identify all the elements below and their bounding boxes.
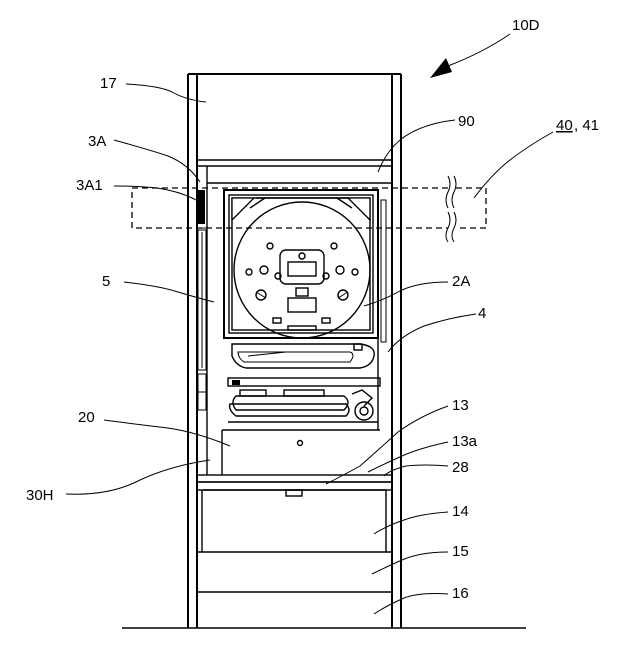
label-3A1: 3A1	[76, 177, 103, 194]
element-3A1	[198, 190, 205, 224]
label-40: 40	[556, 117, 573, 134]
middle-panel	[228, 378, 380, 386]
upper-tray	[232, 344, 374, 368]
reference-labels: 10D 17 90 3A 40 , 41 3A1 5 2A 4 13 20 13…	[26, 17, 599, 602]
leader-lines	[66, 84, 553, 614]
top-box-17	[197, 160, 392, 166]
label-40-41-suffix: , 41	[574, 117, 599, 134]
label-10D: 10D	[512, 17, 540, 34]
label-13a: 13a	[452, 433, 478, 450]
label-30H: 30H	[26, 487, 54, 504]
label-15: 15	[452, 543, 469, 560]
counter-13	[197, 475, 392, 496]
label-2A: 2A	[452, 273, 470, 290]
label-28: 28	[452, 459, 469, 476]
game-board-2A	[224, 190, 378, 338]
label-14: 14	[452, 503, 469, 520]
storage-14	[197, 490, 392, 552]
arrow-10D	[430, 34, 510, 78]
label-16: 16	[452, 585, 469, 602]
label-17: 17	[100, 75, 117, 92]
label-13: 13	[452, 397, 469, 414]
label-3A: 3A	[88, 133, 106, 150]
cabinet-frame	[188, 74, 401, 628]
label-4: 4	[478, 305, 486, 322]
right-panel-4	[378, 190, 386, 430]
dashed-region-40-41	[132, 176, 486, 242]
label-20: 20	[78, 409, 95, 426]
lower-tray	[228, 390, 378, 422]
label-90: 90	[458, 113, 475, 130]
label-5: 5	[102, 273, 110, 290]
